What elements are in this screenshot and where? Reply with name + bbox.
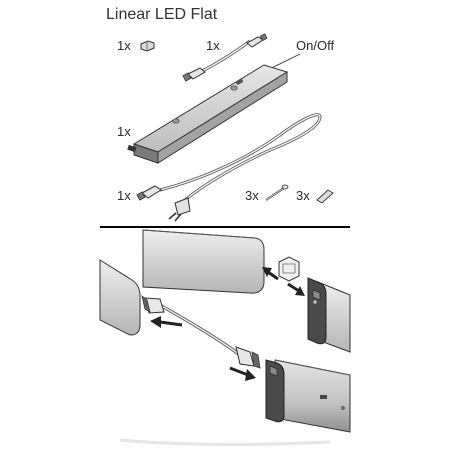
qty-screws: 3x: [245, 188, 259, 203]
qty-power-cable: 1x: [117, 188, 131, 203]
connector-cable-install: [141, 294, 261, 369]
bar-end-right-lower: [265, 359, 351, 433]
plug-icon: [174, 197, 191, 216]
end-cap-part: [140, 40, 155, 52]
diagram-title: Linear LED Flat: [106, 6, 218, 23]
arrow-icon: [287, 282, 305, 296]
arrow-icon: [229, 366, 256, 381]
power-cable-part: [136, 113, 322, 222]
clip-part: [316, 189, 334, 204]
switch-label: On/Off: [296, 38, 335, 53]
qty-led-bar: 1x: [117, 124, 131, 139]
switch-button: [235, 78, 244, 85]
connector-cable-part: [182, 33, 268, 82]
installed-bar-left: [99, 259, 141, 336]
qty-end-cap: 1x: [117, 38, 131, 53]
qty-connector-cable: 1x: [206, 38, 220, 53]
screw-part: [265, 184, 289, 201]
bar-end-right-upper: [307, 277, 351, 353]
arrow-icon: [150, 316, 183, 328]
qty-clips: 3x: [296, 188, 310, 203]
end-cap-detach: [278, 256, 300, 282]
arrow-icon: [262, 267, 279, 281]
led-bar-part: [127, 64, 289, 164]
shadow-decoration: [119, 438, 331, 446]
installed-bar-upper: [142, 229, 265, 294]
